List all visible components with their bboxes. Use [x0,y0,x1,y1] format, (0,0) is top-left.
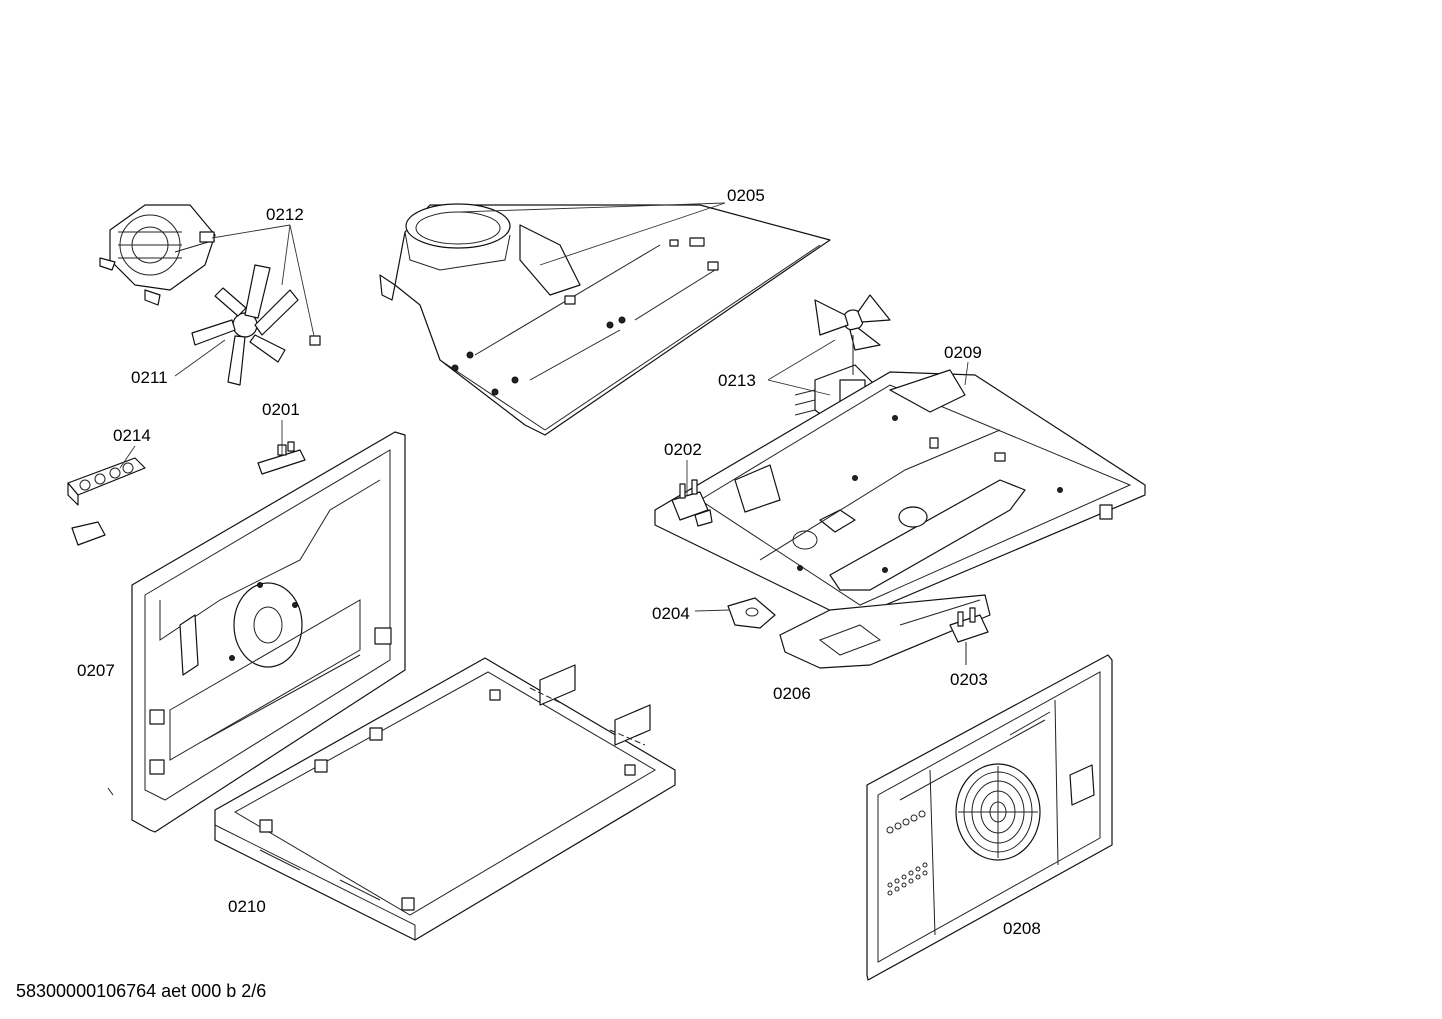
label-0214: 0214 [113,426,151,445]
label-0210: 0210 [228,897,266,916]
part-0201-connector [257,441,306,475]
label-0205: 0205 [727,186,765,205]
leader-lines [119,202,969,612]
label-0208: 0208 [1003,919,1041,938]
part-0214-terminal-block [67,457,146,546]
part-0210-bottom-tray [214,657,676,941]
part-0208-front-panel [866,654,1113,981]
part-0205-air-duct [379,203,831,436]
label-0209: 0209 [944,343,982,362]
part-0206-duct-plate [779,594,991,669]
label-0202: 0202 [664,440,702,459]
part-0204-bracket [727,597,776,629]
part-0211-fan-blade [191,264,299,386]
label-0204: 0204 [652,604,690,623]
part-0209-top-panel [654,369,1146,621]
label-0206: 0206 [773,684,811,703]
label-0211: 0211 [131,368,168,387]
part-0202-sensor [671,479,713,527]
document-code: 58300000106764 aet 000 b 2/6 [16,981,267,1001]
label-0212: 0212 [266,205,304,224]
label-0203: 0203 [950,670,988,689]
label-0201: 0201 [262,400,300,419]
part-0207-wall-panel [107,431,406,833]
label-0213: 0213 [718,371,756,390]
part-0203-switch [949,607,989,665]
part-0212-fan-motor [99,204,321,346]
label-0207: 0207 [77,661,115,680]
